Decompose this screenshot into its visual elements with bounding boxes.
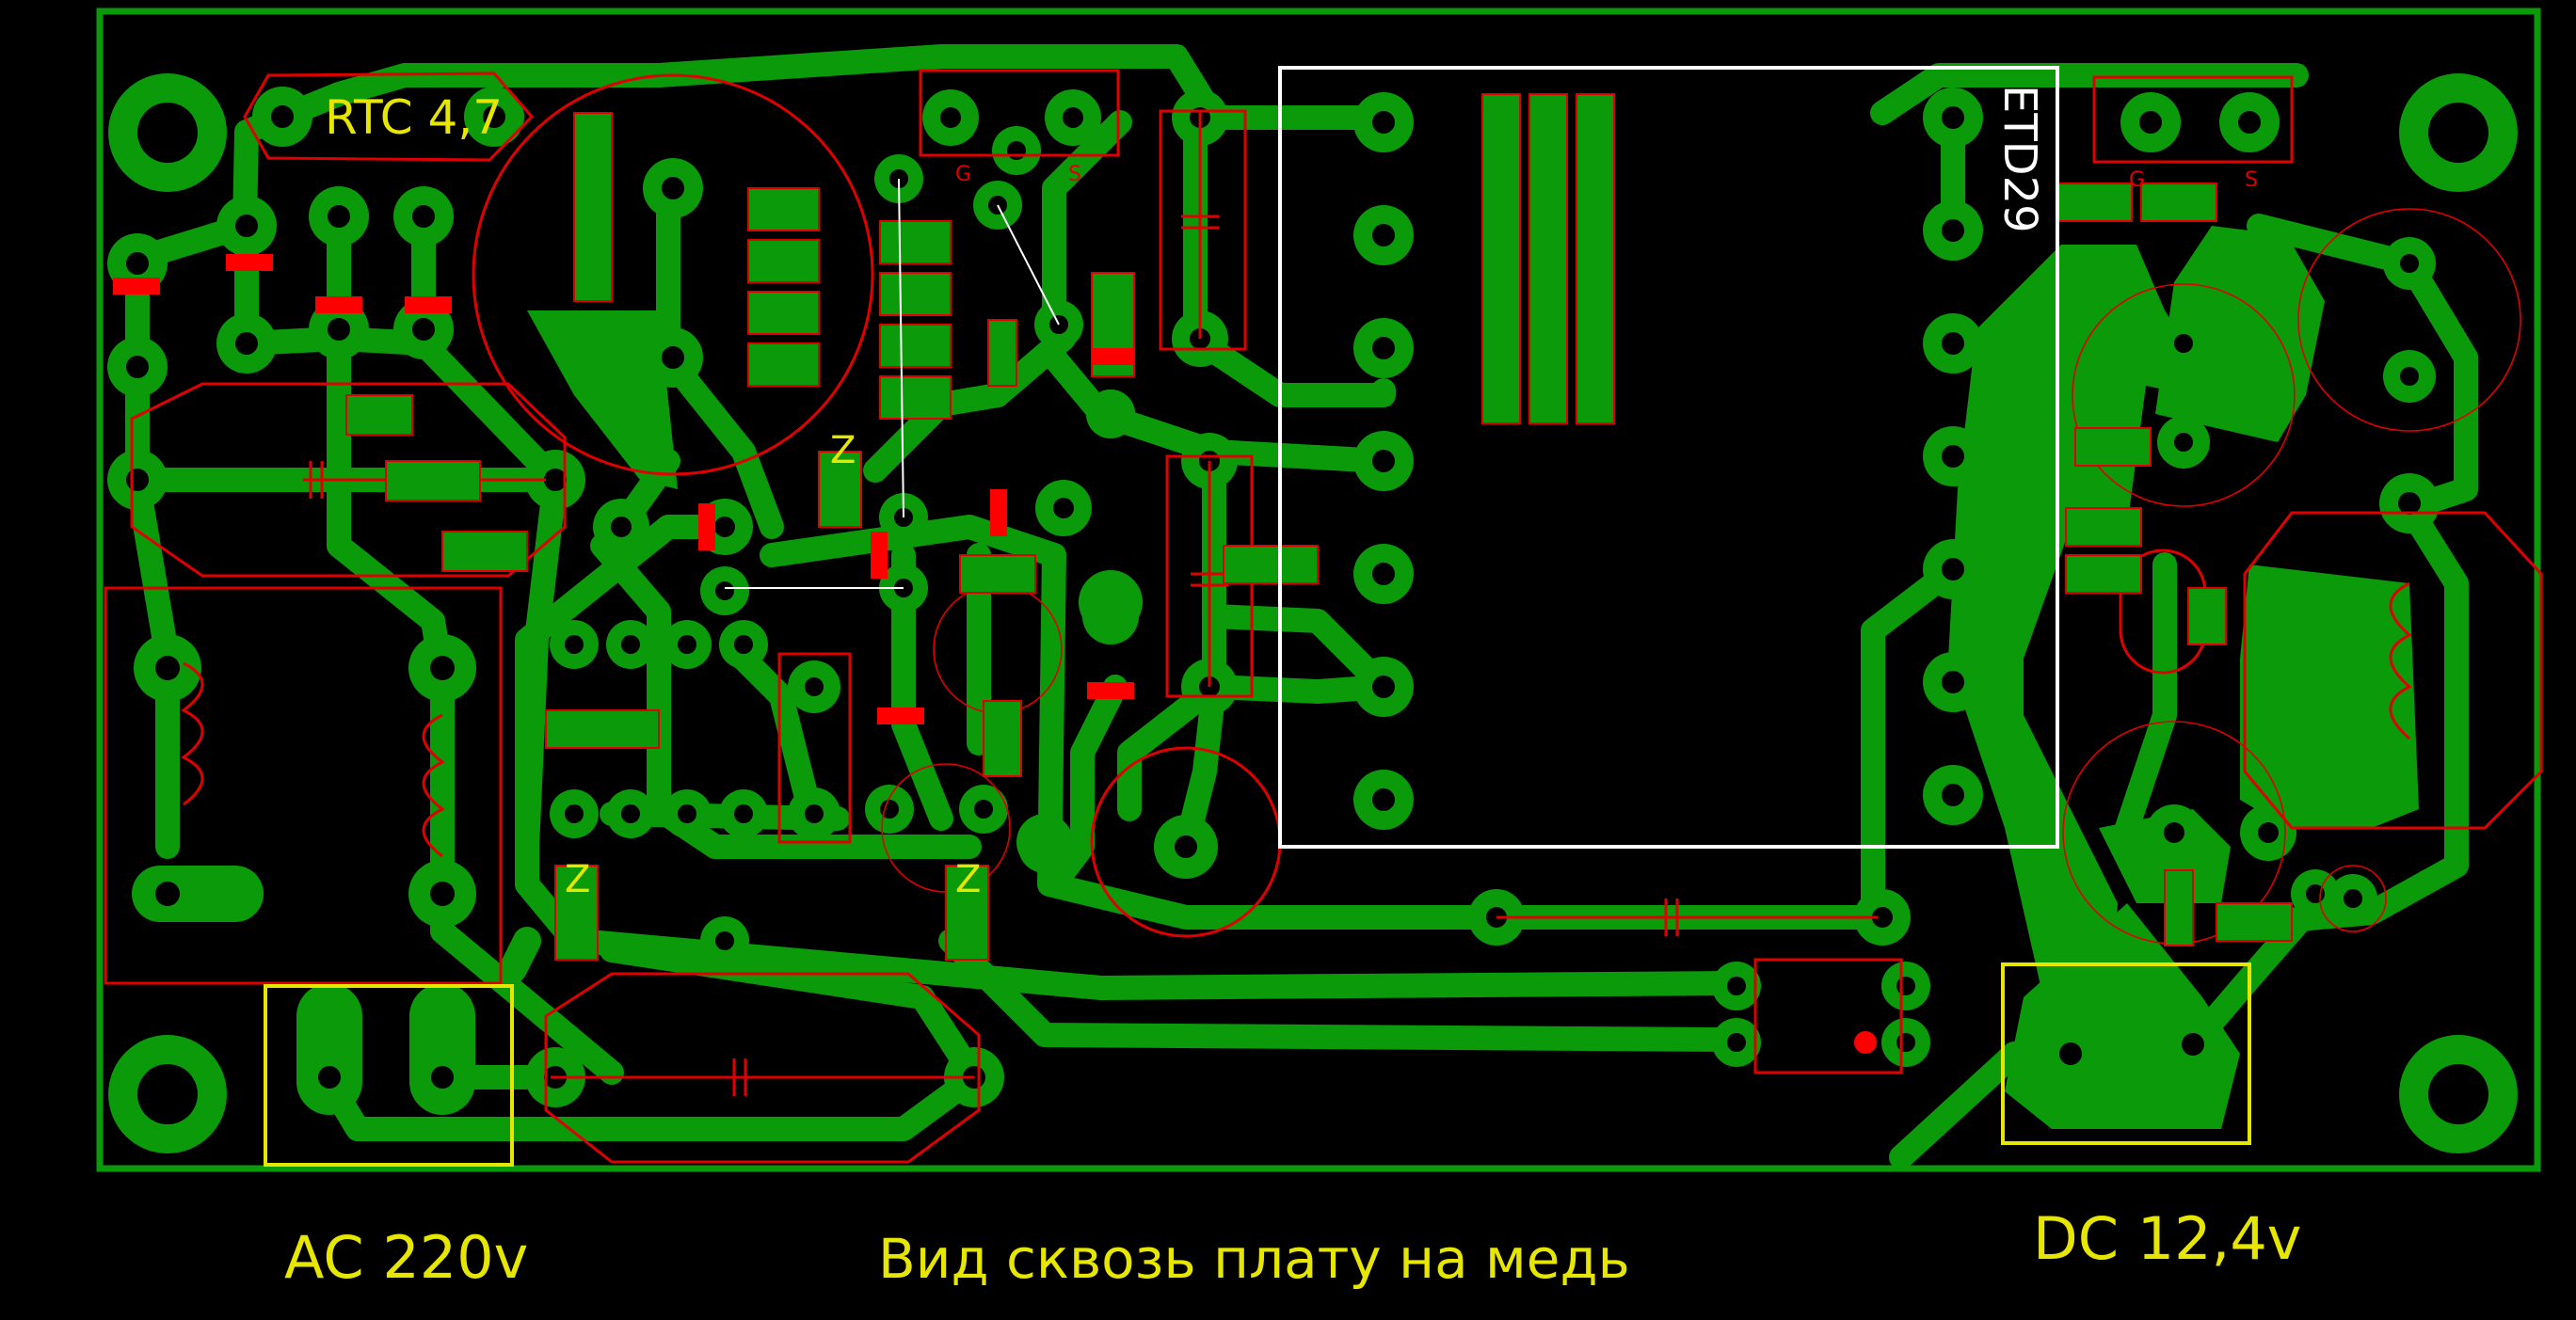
jumper-wires	[725, 178, 1060, 589]
ac-input-label: AC 220v	[284, 1223, 528, 1292]
gate-label-2: G	[2129, 168, 2145, 192]
gate-label-1: G	[955, 163, 971, 186]
ac-connector-outline	[264, 984, 514, 1167]
dc-output-label: DC 12,4v	[2033, 1204, 2301, 1273]
zener-label-3: Z	[955, 858, 981, 901]
transformer-outline	[1278, 66, 2059, 849]
smd-components	[113, 93, 2293, 961]
source-label-1: S	[1068, 163, 1081, 186]
dc-connector-outline	[2001, 962, 2251, 1145]
transformer-label: ETD29	[1993, 85, 2046, 233]
rtc-label: RTC 4,7	[325, 90, 503, 145]
zener-label-2: Z	[565, 858, 590, 901]
caption: Вид сквозь плату на медь	[878, 1227, 1630, 1291]
silkscreen	[104, 69, 2543, 1164]
zener-label-1: Z	[830, 429, 856, 472]
mounting-holes	[108, 73, 2518, 1153]
copper-pours	[527, 226, 2419, 1129]
source-label-2: S	[2245, 168, 2258, 192]
board-outline	[96, 8, 2541, 1172]
